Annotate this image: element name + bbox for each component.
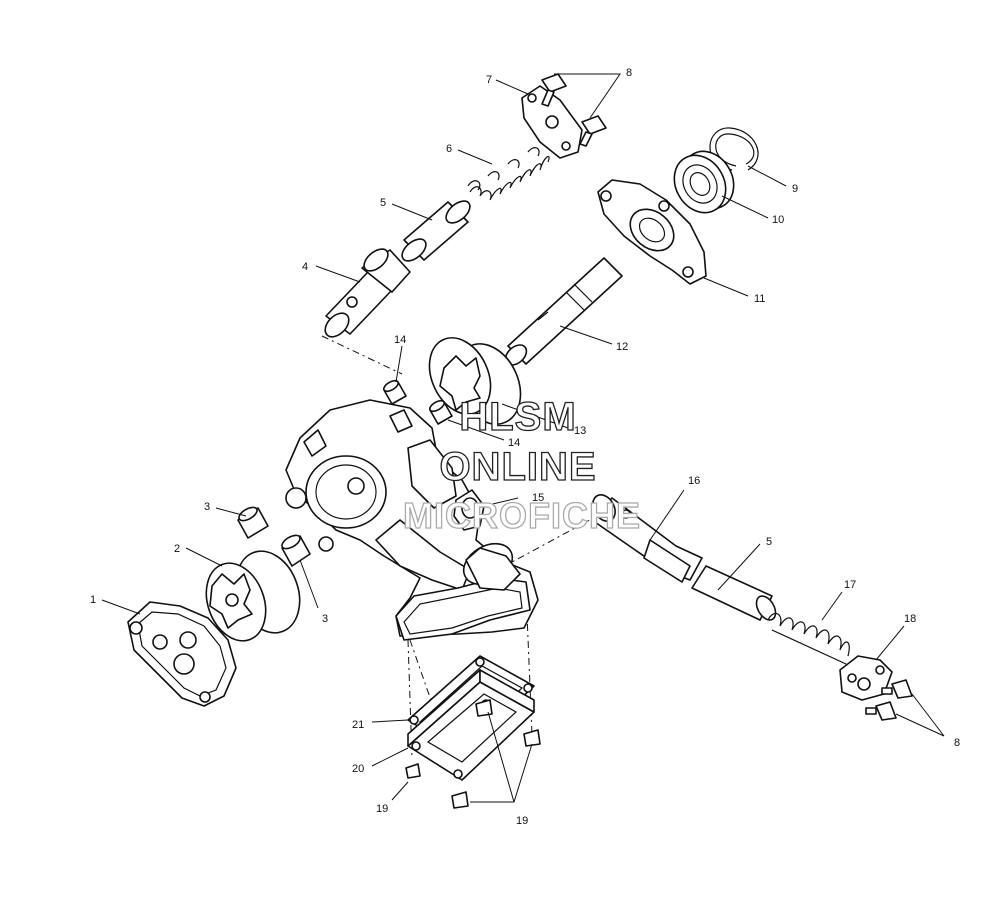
part-11-bearing-housing	[597, 179, 707, 285]
part-14-pins	[382, 379, 453, 425]
part-5-sleeve-upper	[401, 200, 471, 262]
part-20-cover	[407, 669, 535, 781]
callout-17: 17	[844, 579, 856, 591]
callout-6: 6	[446, 143, 452, 155]
part-4-valve-piston	[324, 248, 411, 338]
callout-5-lower: 5	[766, 536, 772, 548]
callout-4: 4	[302, 261, 308, 273]
callout-5-upper: 5	[380, 197, 386, 209]
part-8-screws-lower	[865, 679, 913, 721]
part-10-bearing	[673, 150, 735, 214]
callout-3-right: 3	[322, 613, 328, 625]
callout-21: 21	[352, 719, 364, 731]
callout-14-upper: 14	[394, 334, 406, 346]
callout-14-lower: 14	[508, 437, 520, 449]
callout-18: 18	[904, 613, 916, 625]
part-13-rotor	[428, 337, 522, 425]
part-6-spring	[467, 147, 550, 201]
part-5-sleeve-lower	[691, 565, 777, 621]
callout-12: 12	[616, 341, 628, 353]
part-16-valve-piston	[591, 494, 703, 583]
callout-9: 9	[792, 183, 798, 195]
callout-19-left: 19	[376, 803, 388, 815]
part-8-screws-upper	[541, 73, 607, 147]
part-12-shaft	[504, 257, 623, 366]
callout-7: 7	[486, 74, 492, 86]
part-7-cover-plate	[521, 85, 583, 159]
watermark-line-3: MICROFICHE	[403, 495, 641, 536]
part-1-pump-cover	[127, 601, 237, 707]
leader-lines	[101, 73, 945, 803]
callout-15: 15	[532, 492, 544, 504]
callout-labels: 1 2 3 3 4 5 5 6 7 8 8 9 10 11 12 13 14 1…	[90, 67, 960, 827]
watermark: HLSM ONLINE MICROFICHE	[402, 394, 641, 536]
callout-3-left: 3	[204, 501, 210, 513]
watermark-line-2: ONLINE	[439, 445, 596, 489]
pump-body	[285, 399, 539, 641]
callout-1: 1	[90, 594, 96, 606]
part-2-rotor-set	[205, 550, 301, 642]
callout-20: 20	[352, 763, 364, 775]
callout-11: 11	[754, 293, 765, 305]
callout-2: 2	[174, 543, 180, 555]
callout-8-lower: 8	[954, 737, 960, 749]
callout-19-right: 19	[516, 815, 528, 827]
part-17-spring	[767, 612, 850, 665]
callout-8-upper: 8	[626, 67, 632, 79]
callout-16: 16	[688, 475, 700, 487]
callout-13: 13	[574, 425, 586, 437]
watermark-line-1: HLSM	[459, 395, 576, 439]
callout-10: 10	[772, 214, 784, 226]
part-18-cover-plate	[839, 655, 893, 701]
